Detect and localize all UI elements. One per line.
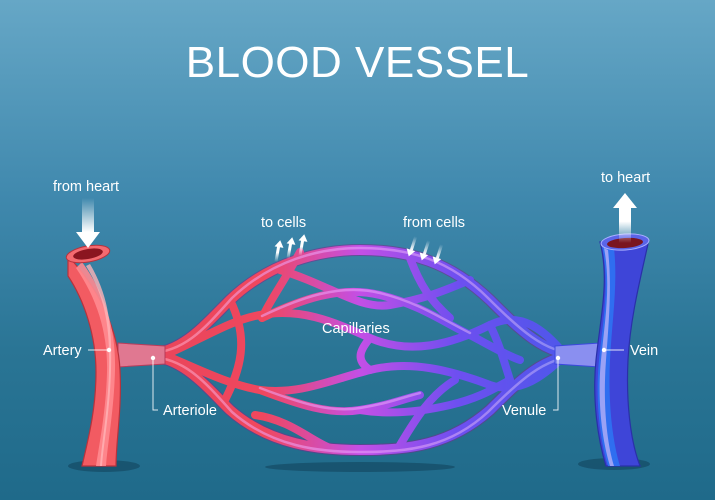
arrow-up-icon bbox=[613, 193, 637, 243]
from-cells-arrows-icon bbox=[406, 236, 444, 265]
label-to-heart: to heart bbox=[601, 170, 651, 186]
to-cells-arrows-icon bbox=[274, 234, 308, 263]
arrow-down-icon bbox=[76, 198, 100, 248]
network-shadow bbox=[265, 462, 455, 472]
label-from-heart: from heart bbox=[53, 179, 120, 195]
label-vein: Vein bbox=[630, 343, 659, 359]
label-capillaries: Capillaries bbox=[322, 321, 390, 337]
arteriole bbox=[117, 342, 166, 368]
label-venule: Venule bbox=[502, 403, 547, 419]
callout-dots bbox=[106, 347, 607, 361]
label-arteriole: Arteriole bbox=[163, 403, 217, 419]
capillary-network bbox=[134, 244, 586, 456]
label-from-cells: from cells bbox=[403, 215, 466, 231]
vein-tube bbox=[594, 233, 650, 467]
artery-tube bbox=[65, 244, 121, 467]
label-artery: Artery bbox=[43, 343, 82, 359]
callout-lines bbox=[88, 349, 624, 411]
label-to-cells: to cells bbox=[261, 215, 307, 231]
page-title: BLOOD VESSEL bbox=[185, 38, 530, 87]
venule bbox=[554, 342, 601, 368]
